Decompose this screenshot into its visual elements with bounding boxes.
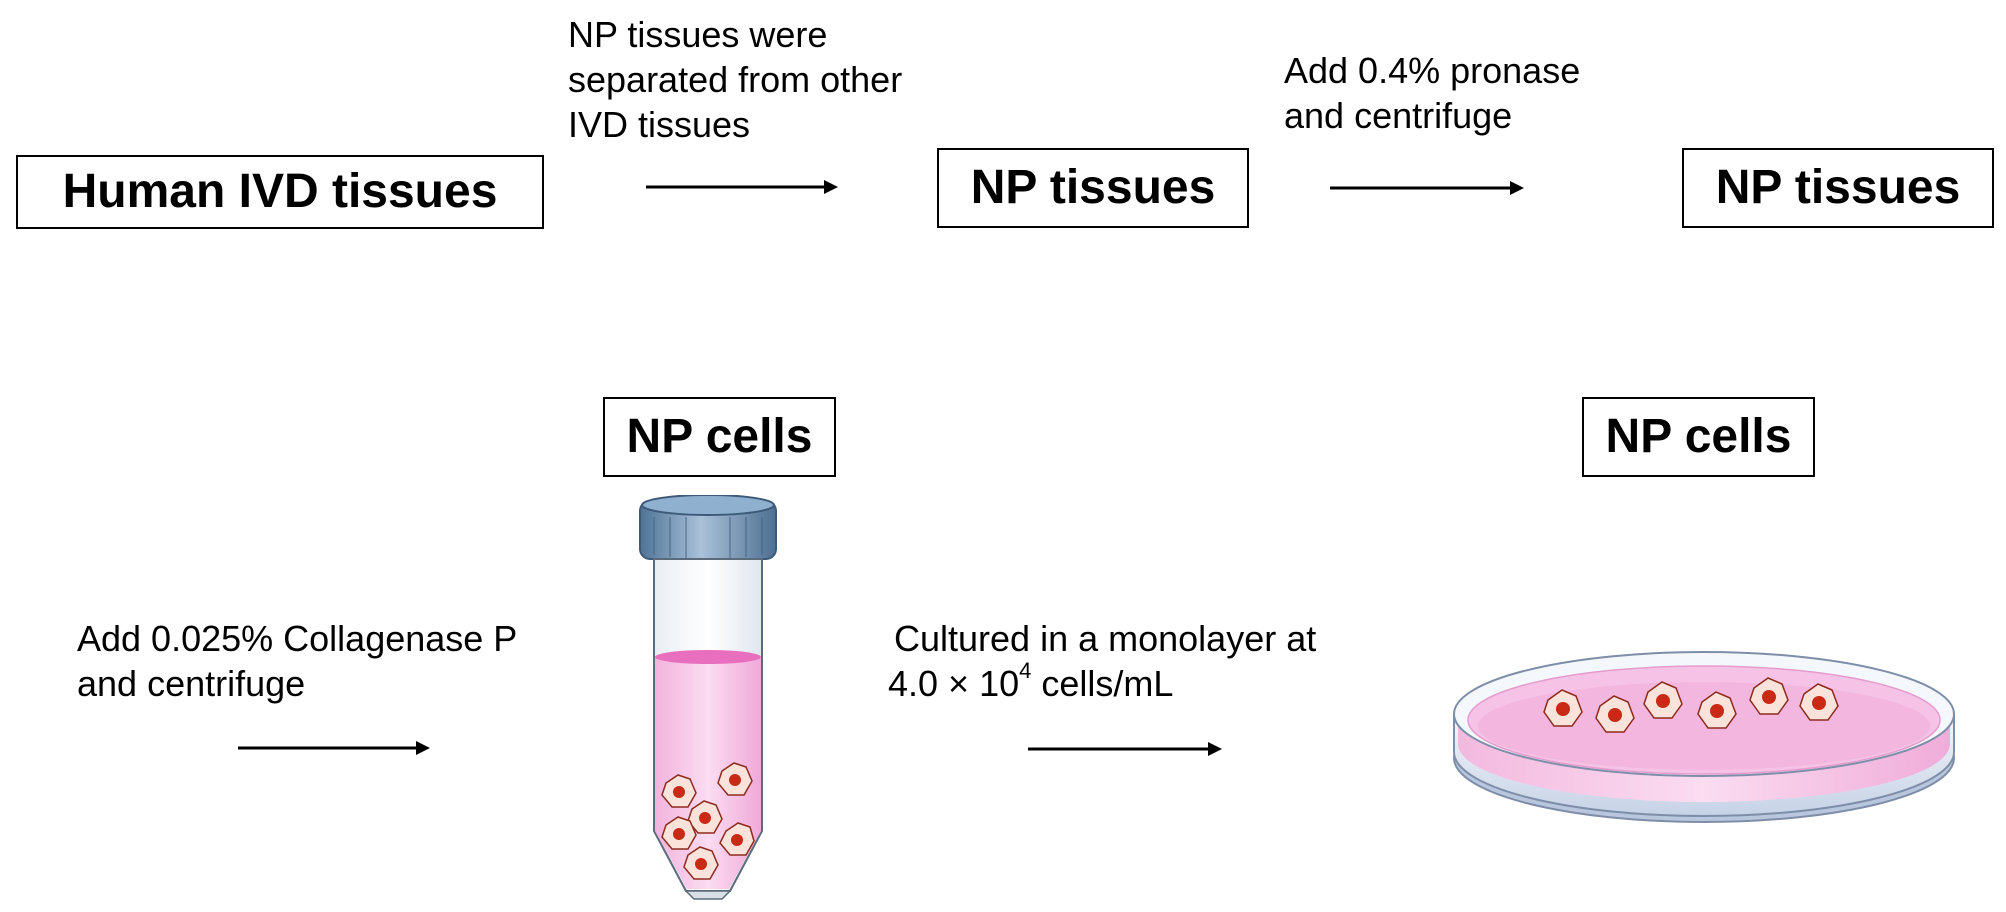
- flow-arrow-3: [238, 735, 430, 761]
- density-value: 4.0 × 10: [888, 663, 1020, 704]
- step-note-culture: Cultured in a monolayer at 4.0 × 104 cel…: [888, 616, 1316, 706]
- np-tissues-box-2: NP tissues: [1682, 148, 1994, 228]
- step-note-line: 4.0 × 104 cells/mL: [888, 658, 1316, 706]
- density-exponent: 4: [1019, 658, 1032, 683]
- centrifuge-tube-icon: [630, 494, 786, 908]
- step-note-line: and centrifuge: [77, 663, 306, 704]
- np-cell-icon: [717, 762, 753, 796]
- np-cell-icon: [683, 846, 719, 880]
- np-cell-icon: [719, 822, 755, 856]
- step-note-line: Add 0.4% pronase: [1284, 50, 1581, 91]
- flow-arrow-2: [1330, 175, 1524, 201]
- human-ivd-tissues-box: Human IVD tissues: [16, 155, 544, 229]
- step-note-line: Cultured in a monolayer at: [894, 618, 1317, 659]
- np-cell-icon: [661, 816, 697, 850]
- flow-arrow-4: [1028, 736, 1222, 762]
- step-note-line: and centrifuge: [1284, 95, 1513, 136]
- step-note-line: IVD tissues: [568, 104, 751, 145]
- np-cell-icon: [1543, 689, 1583, 727]
- np-tissues-box-1: NP tissues: [937, 148, 1249, 228]
- density-unit: cells/mL: [1031, 663, 1174, 704]
- step-note-separation: NP tissues were separated from other IVD…: [568, 12, 902, 147]
- np-cell-icon: [1643, 681, 1683, 719]
- np-cell-icon: [1749, 677, 1789, 715]
- petri-dish-icon: [1444, 640, 1964, 835]
- np-cell-icon: [1799, 683, 1839, 721]
- step-note-line: separated from other: [568, 59, 903, 100]
- step-note-line: NP tissues were: [568, 14, 828, 55]
- flow-arrow-1: [646, 174, 838, 200]
- np-cell-icon: [661, 774, 697, 808]
- step-note-pronase: Add 0.4% pronase and centrifuge: [1284, 48, 1580, 138]
- step-note-line: Add 0.025% Collagenase P: [77, 618, 518, 659]
- np-cell-icon: [1595, 695, 1635, 733]
- step-note-collagenase: Add 0.025% Collagenase P and centrifuge: [77, 616, 517, 706]
- np-cells-box-tube: NP cells: [603, 397, 836, 477]
- np-cells-box-dish: NP cells: [1582, 397, 1815, 477]
- np-cell-icon: [1697, 691, 1737, 729]
